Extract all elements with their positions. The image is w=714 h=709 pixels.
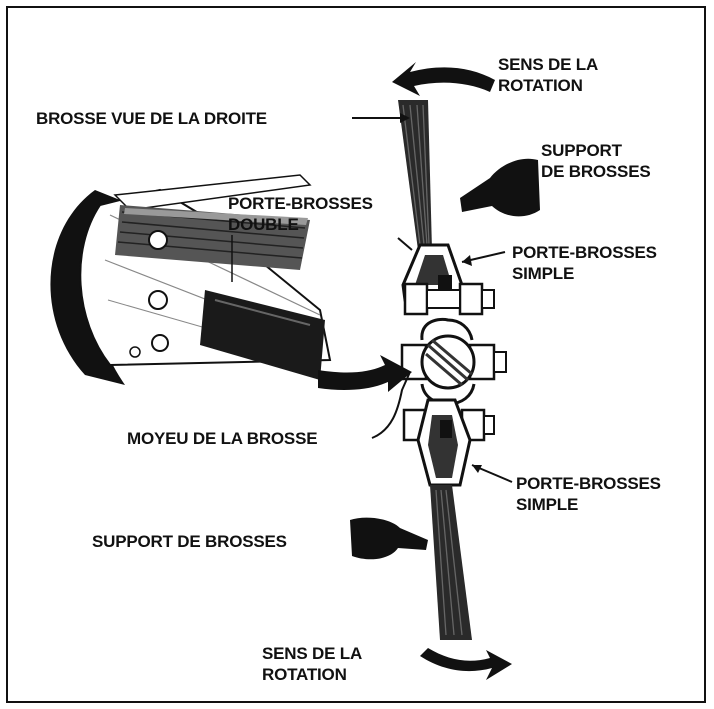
label-porte-brosses-simple-top: PORTE-BROSSES SIMPLE: [512, 242, 657, 284]
leader-porte-simple-top: [397, 237, 506, 266]
label-moyeu-brosse: MOYEU DE LA BROSSE: [127, 429, 318, 448]
label-porte-simple-bot-line2: SIMPLE: [516, 495, 579, 514]
rotation-arrow-bottom: [420, 648, 512, 680]
label-porte-brosses-simple-bottom: PORTE-BROSSES SIMPLE: [516, 473, 661, 515]
bottom-simple-brush-holder: [416, 398, 472, 487]
rotation-arrow-top: [392, 62, 495, 96]
leader-porte-simple-bottom: [471, 464, 513, 483]
double-brush-holder-perspective: [50, 174, 332, 385]
label-sens-top-line1: SENS DE LA: [498, 55, 599, 74]
label-support-brosses-top: SUPPORT DE BROSSES: [541, 140, 651, 182]
label-porte-double-line2: DOUBLE: [228, 215, 299, 234]
label-sens-top-line2: ROTATION: [498, 76, 583, 95]
label-sens-rotation-bottom: SENS DE LA ROTATION: [262, 643, 362, 685]
top-bolts: [403, 282, 495, 316]
label-porte-double-line1: PORTE-BROSSES: [228, 194, 373, 213]
arrow-to-hub: [318, 355, 412, 392]
pointing-hand-top: [460, 158, 540, 217]
label-porte-simple-bot-line1: PORTE-BROSSES: [516, 474, 661, 493]
label-support-top-line2: DE BROSSES: [541, 162, 651, 181]
diagram-frame: [6, 6, 706, 703]
leader-brosse-vue: [352, 113, 410, 123]
label-porte-simple-top-line2: SIMPLE: [512, 264, 575, 283]
label-brosse-vue: BROSSE VUE DE LA DROITE: [36, 109, 267, 128]
pointing-hand-bottom: [350, 517, 428, 560]
leader-moyeu: [371, 371, 411, 439]
label-sens-bot-line2: ROTATION: [262, 665, 347, 684]
label-porte-simple-top-line1: PORTE-BROSSES: [512, 243, 657, 262]
label-support-top-line1: SUPPORT: [541, 141, 622, 160]
label-porte-brosses-double: PORTE-BROSSES DOUBLE: [228, 193, 373, 235]
bottom-brush-bristles: [430, 485, 472, 640]
label-sens-bot-line1: SENS DE LA: [262, 644, 363, 663]
top-brush-bristles: [398, 100, 432, 250]
label-support-brosses-bottom: SUPPORT DE BROSSES: [92, 532, 287, 551]
brush-hub: [400, 317, 507, 406]
label-sens-rotation-top: SENS DE LA ROTATION: [498, 54, 598, 96]
